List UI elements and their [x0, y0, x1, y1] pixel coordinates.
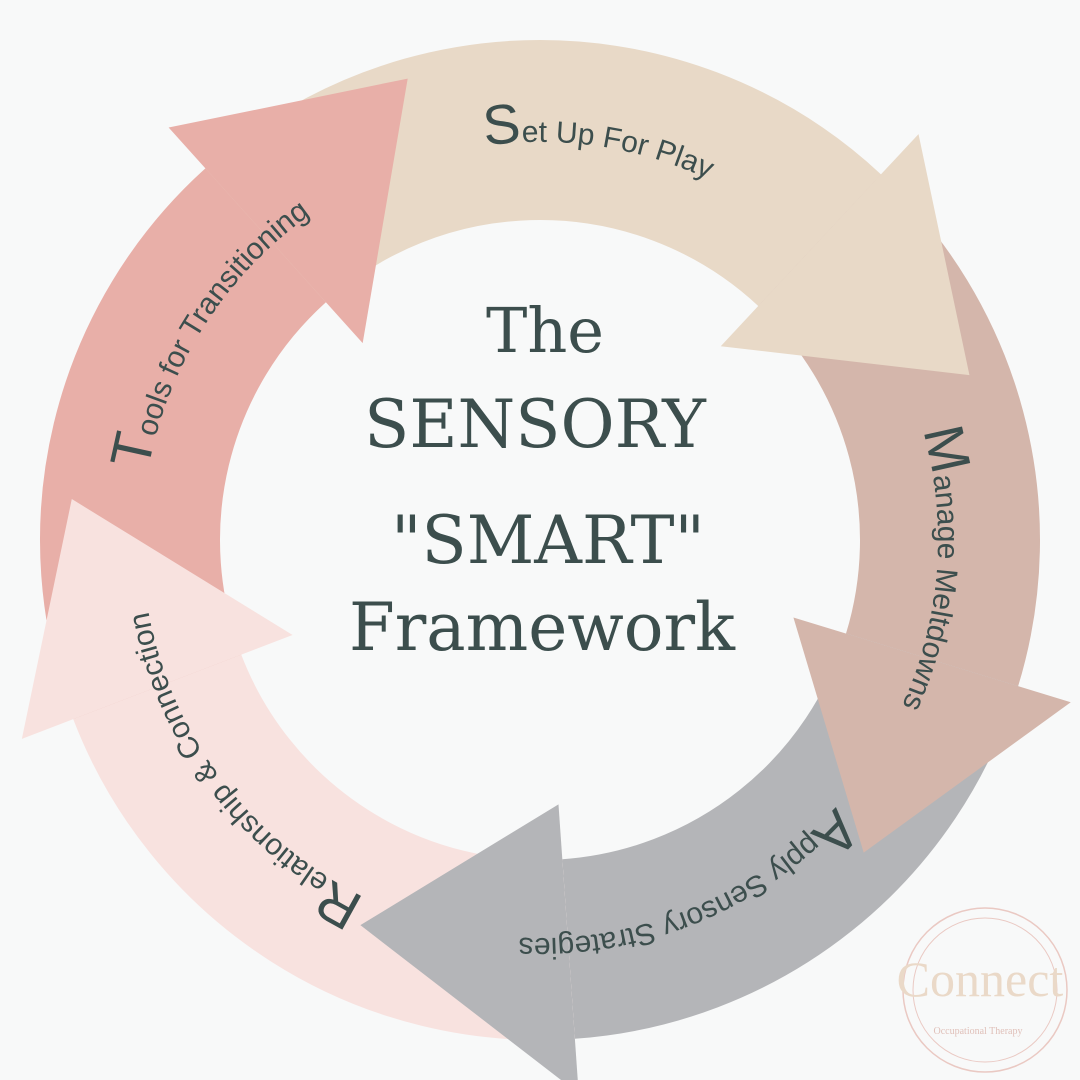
step-initial: S — [480, 91, 523, 157]
center-title: The SENSORY "SMART" Framework — [349, 294, 736, 666]
connect-logo: Connect Occupational Therapy — [897, 907, 1068, 1073]
logo-subtitle: Occupational Therapy — [934, 1026, 1023, 1037]
manage-meltdowns-arrow-head — [793, 617, 1071, 853]
title-line-framework: Framework — [349, 589, 736, 666]
set-up-for-play-arrow-head — [720, 134, 970, 376]
relationship-connection-arrow-head — [21, 499, 293, 739]
title-line-smart: "SMART" — [391, 502, 705, 579]
title-line-sensory: SENSORY — [364, 386, 707, 463]
tools-for-transitioning-arrow-head — [168, 78, 408, 344]
apply-sensory-strategies-arrow-head — [360, 804, 578, 1080]
logo-name: Connect — [897, 951, 1064, 1007]
title-line-the: The — [486, 294, 604, 367]
